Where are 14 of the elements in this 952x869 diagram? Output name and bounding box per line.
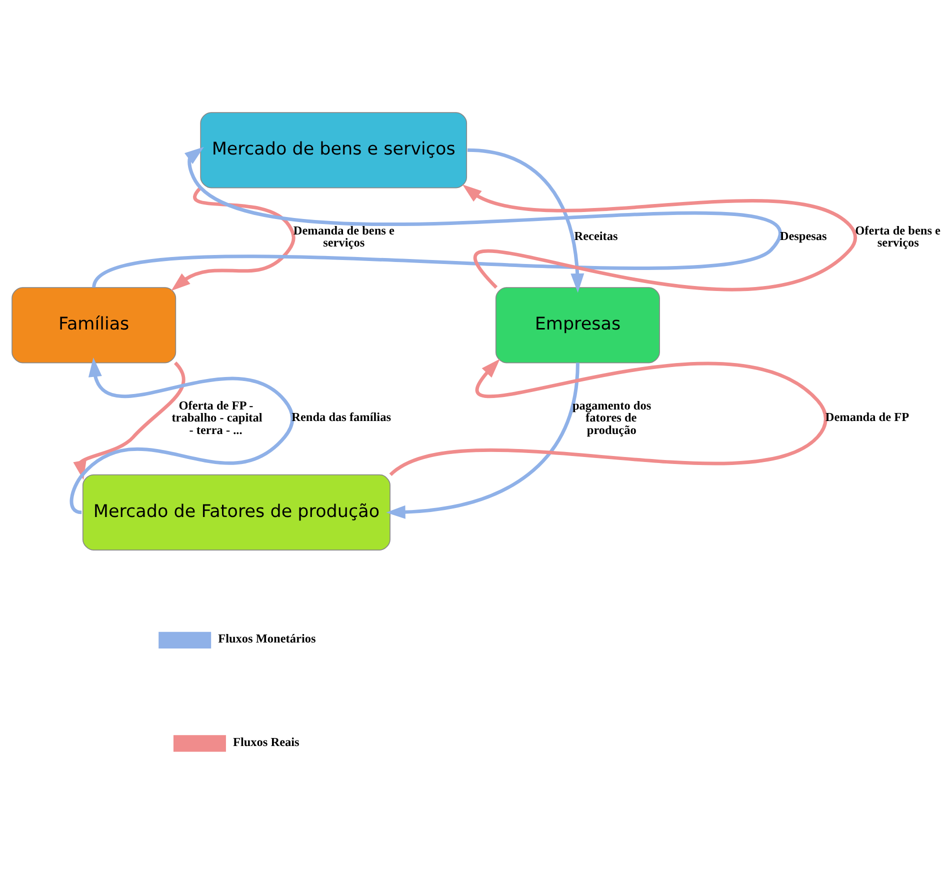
arrow — [390, 358, 828, 476]
edge-label: Despesas — [780, 228, 827, 243]
node-box: Empresas — [495, 287, 660, 364]
edge-label: Oferta de FP - trabalho - capital - terra - ... — [172, 398, 262, 437]
node-box: Famílias — [12, 287, 176, 364]
legend-label: Fluxos Monetários — [218, 631, 316, 646]
edge-label: Renda das famílias — [292, 410, 391, 424]
legend-label: Fluxos Reais — [232, 734, 300, 749]
node-box: Mercado de Fatores de produção — [82, 474, 390, 550]
arrow — [386, 362, 580, 519]
edge-label: pagamento dos fatores de produção — [572, 398, 652, 437]
edge-label: Demanda de FP — [825, 410, 910, 424]
edge-label: Oferta de bens e serviços — [855, 223, 940, 250]
arrow — [73, 362, 186, 480]
